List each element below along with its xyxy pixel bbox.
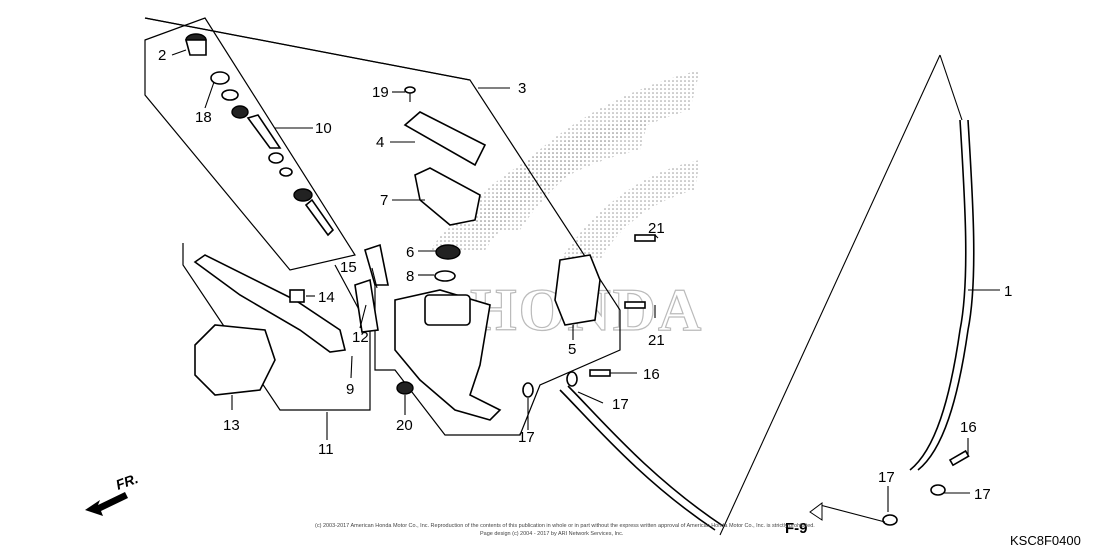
callout-12: 12	[352, 329, 369, 346]
callout-4: 4	[376, 134, 384, 151]
callout-17c: 17	[878, 469, 895, 486]
piston-kit-group-outline	[144, 17, 356, 271]
callout-21a: 21	[648, 220, 665, 237]
washers	[522, 371, 946, 526]
figure-reference: F-9	[785, 502, 823, 537]
callout-16b: 16	[960, 419, 977, 436]
bolts	[289, 234, 970, 467]
holder-part	[554, 254, 601, 326]
master-cylinder-body	[394, 289, 502, 421]
callout-18: 18	[195, 109, 212, 126]
front-direction-label: FR.	[114, 470, 141, 493]
callout-17a: 17	[612, 396, 629, 413]
reservoir-parts	[403, 86, 487, 226]
callouts: 1 2 3 4 5 6 7 8 9 10 11 12 13 14 15 16 1…	[158, 47, 1012, 503]
callout-16a: 16	[643, 366, 660, 383]
diagram-reference-code: KSC8F0400	[1010, 533, 1081, 548]
callout-6: 6	[406, 244, 414, 261]
callout-19: 19	[372, 84, 389, 101]
front-arrow-icon	[85, 492, 128, 516]
callout-7: 7	[380, 192, 388, 209]
callout-15: 15	[340, 259, 357, 276]
brake-hose	[559, 54, 975, 536]
lever-and-switch	[193, 254, 346, 396]
copyright-line-2: Page design (c) 2004 - 2017 by ARI Netwo…	[480, 531, 624, 537]
callout-13: 13	[223, 417, 240, 434]
callout-14: 14	[318, 289, 335, 306]
figure-reference-label: F-9	[785, 520, 808, 537]
callout-1: 1	[1004, 283, 1012, 300]
callout-11: 11	[318, 441, 334, 458]
callout-20: 20	[396, 417, 413, 434]
figure-reference-arrow-icon	[809, 502, 823, 521]
master-cylinder-top-line	[144, 17, 471, 81]
callout-10: 10	[315, 120, 332, 137]
master-cylinder-group-outline	[144, 17, 621, 436]
callout-17d: 17	[974, 486, 991, 503]
leader-lines	[171, 49, 1000, 523]
callout-9: 9	[346, 381, 354, 398]
callout-2: 2	[158, 47, 166, 64]
copyright-line-1: (c) 2003-2017 American Honda Motor Co., …	[315, 523, 815, 529]
front-direction-indicator: FR.	[85, 470, 140, 516]
callout-5: 5	[568, 341, 576, 358]
callout-8: 8	[406, 268, 414, 285]
callout-21b: 21	[648, 332, 665, 349]
small-parts	[354, 243, 461, 333]
piston-kit-parts	[184, 33, 335, 237]
callout-17b: 17	[518, 429, 535, 446]
callout-3: 3	[518, 80, 526, 97]
